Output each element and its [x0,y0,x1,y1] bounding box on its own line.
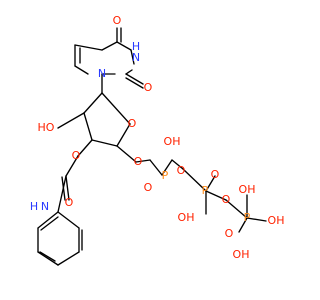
atom-amide-h: H [30,200,38,213]
chemical-structure-diagram: O H N O N HO O O O H N O OH P O O P OH O… [30,14,285,266]
atom-o-p3-db: O [225,227,234,240]
atom-o-p1-p2: O [177,164,186,177]
atom-oh-p3-top: OH [239,183,256,196]
atom-o-ring: O [128,117,137,130]
atom-p3: P [244,211,251,224]
atom-h-top: H [132,40,140,53]
atom-n-ring1: N [98,67,106,80]
atom-o-link: O [134,155,143,168]
atom-o-top: O [113,14,122,27]
atom-p1: P [162,169,169,182]
atom-n-amide: N [41,200,49,213]
atom-o-p2-db: O [211,168,220,181]
atom-labels: O H N O N HO O O O H N O OH P O O P OH O… [30,14,285,261]
atom-o-right: O [144,81,153,94]
atom-oh-p3-right: OH [268,214,285,227]
atom-n-right: N [132,51,140,64]
atom-o-p2-p3: O [222,193,231,206]
ribose-ring [57,92,137,213]
phenyl-ring [37,211,83,266]
atom-o-carbamate: O [72,149,81,162]
atom-o-carbamate-db: O [65,196,74,209]
atom-o-p1-db: O [144,181,153,194]
atom-oh-p1-top: OH [164,135,181,148]
atom-ho-ring: HO [38,121,55,134]
atom-oh-p3-bot: OH [233,248,250,261]
phosphate-chain [135,159,267,233]
atom-oh-p2-bot: OH [178,211,195,224]
uracil-ring [74,27,144,94]
atom-p2: P [202,184,209,197]
